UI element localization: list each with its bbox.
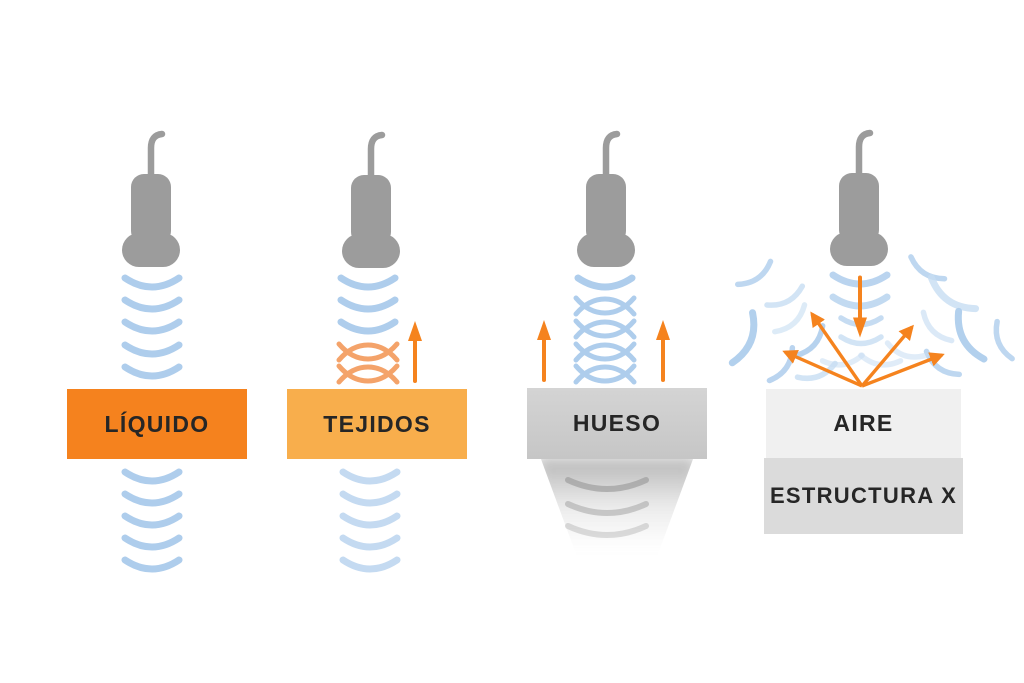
- incident-waves: [341, 278, 395, 331]
- interference-crossed-wave-icon: [576, 321, 634, 337]
- material-label: ESTRUCTURA X: [769, 483, 958, 508]
- reflection-up-arrow-icon: [535, 318, 553, 382]
- sound-wavefront-arc-icon: [341, 300, 395, 309]
- interference-crossed-wave-icon: [339, 366, 397, 382]
- interference-crossed-wave-icon: [339, 344, 397, 360]
- sound-wavefront-arc-icon: [125, 560, 179, 569]
- material-box-estructura-x: ESTRUCTURA X: [764, 458, 963, 534]
- interference-crossed-wave-icon: [576, 366, 634, 382]
- scatter-arc-icon: [769, 348, 797, 384]
- interference-crossed-wave-icon: [576, 298, 634, 314]
- sound-wavefront-arc-icon: [125, 516, 179, 525]
- sound-wavefront-arc-icon: [125, 494, 179, 503]
- ultrasound-transducer-icon: [577, 134, 635, 267]
- sound-wavefront-arc-icon: [341, 278, 395, 287]
- standing-reflected-waves: [576, 278, 634, 382]
- scatter-arc-icon: [841, 337, 881, 344]
- sound-wavefront-arc-icon: [343, 472, 397, 481]
- sound-wavefront-arc-icon: [343, 494, 397, 503]
- sound-wavefront-arc-icon: [343, 516, 397, 525]
- transmitted-waves: [125, 472, 179, 569]
- sound-wavefront-arc-icon: [125, 300, 179, 309]
- panel-liquido-graphics: [122, 134, 180, 569]
- scatter-arc-icon: [951, 311, 984, 363]
- reflection-up-arrow-icon: [654, 318, 672, 382]
- faint-wave-arc-icon: [568, 504, 646, 513]
- ultrasound-transducer-icon: [122, 134, 180, 267]
- scatter-arc-icon: [926, 278, 975, 316]
- scatter-radiating-arrows-icon: [782, 311, 945, 388]
- ultrasound-transducer-icon: [342, 135, 400, 268]
- scatter-arc-icon: [919, 312, 952, 345]
- panel-tejidos-graphics: [339, 135, 424, 569]
- material-label: TEJIDOS: [323, 410, 431, 437]
- scatter-arc-icon: [907, 257, 944, 284]
- sound-wavefront-arc-icon: [125, 345, 179, 354]
- sound-wavefront-arc-icon: [125, 322, 179, 331]
- sound-wavefront-arc-icon: [343, 538, 397, 547]
- incident-waves: [125, 278, 179, 376]
- reflection-up-arrow-icon: [406, 319, 424, 383]
- ultrasound-transducer-icon: [830, 133, 888, 266]
- sound-wavefront-arc-icon: [343, 560, 397, 569]
- material-box-tejidos: TEJIDOS: [287, 389, 467, 459]
- attenuated-shadow-waves: [568, 480, 646, 535]
- scatter-arc-icon: [767, 286, 805, 311]
- sound-wavefront-arc-icon: [341, 322, 395, 331]
- scatter-arc-icon: [732, 313, 761, 366]
- material-box-hueso: HUESO: [527, 388, 707, 459]
- material-box-aire: AIRE: [766, 389, 961, 458]
- transmitted-waves: [343, 472, 397, 569]
- scatter-arc-icon: [738, 261, 774, 289]
- panel-hueso-graphics: [535, 134, 672, 535]
- material-label: LÍQUIDO: [104, 410, 210, 437]
- sound-wavefront-arc-icon: [125, 367, 179, 376]
- scatter-arc-icon: [775, 305, 809, 337]
- partial-reflection-waves: [339, 344, 397, 382]
- sound-wavefront-arc-icon: [125, 538, 179, 547]
- sound-wavefront-arc-icon: [578, 278, 632, 287]
- scatter-arc-icon: [991, 322, 1012, 362]
- interference-crossed-wave-icon: [576, 344, 634, 360]
- scattered-waves: [732, 257, 1012, 384]
- material-label: HUESO: [572, 410, 662, 436]
- material-box-liquido: LÍQUIDO: [67, 389, 247, 459]
- sound-wavefront-arc-icon: [125, 472, 179, 481]
- sound-wavefront-arc-icon: [125, 278, 179, 287]
- material-label: AIRE: [833, 410, 894, 436]
- faint-wave-arc-icon: [568, 526, 646, 535]
- faint-wave-arc-icon: [568, 480, 646, 489]
- panel-aire-graphics: [732, 133, 1012, 388]
